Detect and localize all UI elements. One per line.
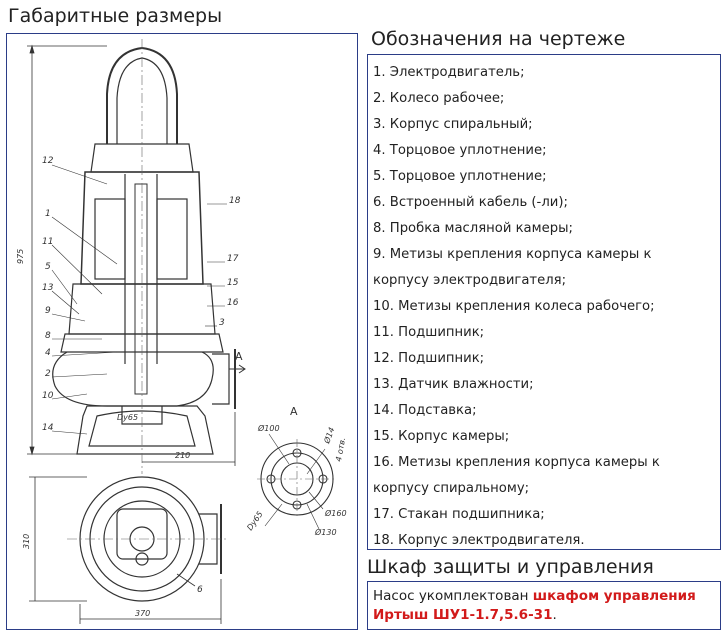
legend-item: 1. Электродвигатель; [373,65,525,80]
legend-item: 14. Подставка; [373,403,477,418]
legend-item: 8. Пробка масляной камеры; [373,221,573,236]
callout-5: 5 [45,262,51,272]
callout-10: 10 [42,391,54,401]
flange-d160: Ø160 [324,508,347,518]
callout-16: 16 [227,298,239,308]
control-note: Насос укомплектован шкафом управления Ир… [367,581,721,630]
callout-6: 6 [197,585,203,595]
legend-item: 3. Корпус спиральный; [373,117,533,132]
technical-drawing-frame: 975 210 Dy65 A 12 1 11 5 13 9 [6,33,358,630]
legend-item: 16. Метизы крепления корпуса камеры к [373,455,660,470]
control-cabinet-link[interactable]: шкафом управления [532,588,696,604]
legend-item: 13. Датчик влажности; [373,377,534,392]
flange-dy: Dy65 [245,510,264,532]
width-dimension-top: 210 [175,451,190,460]
callout-12: 12 [42,156,54,166]
control-cabinet-model[interactable]: Иртыш ШУ1-1.7,5.6-31 [373,607,553,623]
flange-d130: Ø130 [314,527,337,537]
legend-item: 18. Корпус электродвигателя. [373,533,585,548]
callout-17: 17 [227,254,239,264]
control-heading: Шкаф защиты и управления [367,556,654,578]
callout-13: 13 [42,283,54,293]
flange-holes: 4 отв. [334,437,347,463]
height-dimension: 975 [16,249,25,264]
callout-15: 15 [227,278,239,288]
callout-11: 11 [42,237,53,247]
callout-2: 2 [45,369,51,379]
legend-item: 6. Встроенный кабель (-ли); [373,195,568,210]
legend-item: 2. Колесо рабочее; [373,91,505,106]
legend-item: 4. Торцовое уплотнение; [373,143,547,158]
view-title: A [290,405,298,418]
legend-item: 17. Стакан подшипника; [373,507,545,522]
note-suffix: . [552,607,557,623]
callout-8: 8 [45,331,51,341]
legend-heading: Обозначения на чертеже [371,28,626,50]
callout-1: 1 [45,209,51,219]
flange-d100: Ø100 [257,423,280,433]
legend-item: 12. Подшипник; [373,351,485,366]
callout-3: 3 [219,318,225,328]
legend-item: корпусу электродвигателя; [373,273,567,288]
note-prefix: Насос укомплектован [373,588,533,604]
legend-item: 11. Подшипник; [373,325,485,340]
outlet-label: Dy65 [117,413,138,422]
legend-list: 1. Электродвигатель; 2. Колесо рабочее; 3.… [367,54,721,550]
callout-14: 14 [42,423,54,433]
callout-4: 4 [45,348,51,358]
width-dimension-bottom: 370 [135,609,150,618]
dimensions-heading: Габаритные размеры [8,5,223,27]
flange-d14: Ø14 [321,426,336,446]
legend-item: 9. Метизы крепления корпуса камеры к [373,247,652,262]
legend-item: 15. Корпус камеры; [373,429,510,444]
legend-item: 10. Метизы крепления колеса рабочего; [373,299,655,314]
pump-drawing: 975 210 Dy65 A 12 1 11 5 13 9 [16,39,347,624]
depth-dimension: 310 [22,534,31,549]
callout-9: 9 [45,306,51,316]
legend-item: 5. Торцовое уплотнение; [373,169,547,184]
legend-item: корпусу спиральному; [373,481,530,496]
view-arrow-label: A [235,350,243,363]
callout-18: 18 [229,196,241,206]
